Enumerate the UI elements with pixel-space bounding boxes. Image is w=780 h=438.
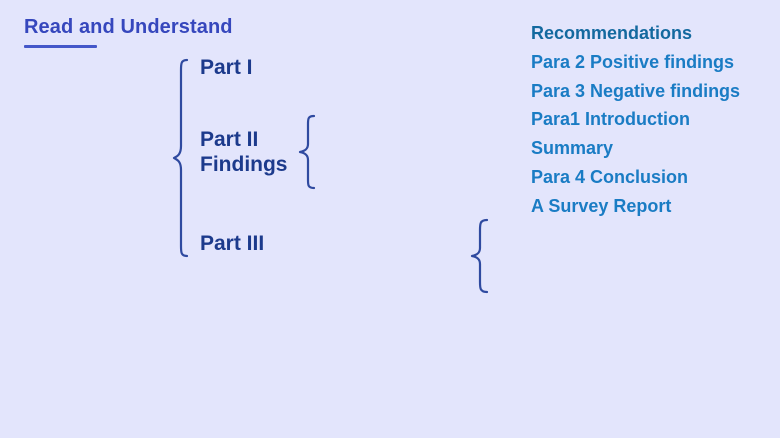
section-item-survey-report: A Survey Report [531,195,672,216]
title-block: Read and Understand [24,14,233,48]
part-label-3: Part III [200,232,265,255]
part-label-2: Part II Findings [200,127,288,177]
section-item-summary: Summary [531,138,614,159]
section-item-para-1: Para1 Introduction [531,109,691,130]
part-label-2-line-2: Findings [200,153,288,176]
middle-brace-icon [298,114,316,190]
sections-list: Recommendations Para 2 Positive findings… [531,19,740,221]
right-brace-icon [470,218,489,294]
page-title: Read and Understand [24,16,233,38]
section-item-recommendations: Recommendations [531,23,693,43]
title-underline-rule [24,45,97,48]
section-item-para-2: Para 2 Positive findings [531,51,735,72]
part-label-1: Part I [200,56,253,79]
main-brace-icon [172,58,189,258]
part-label-2-line-1: Part II [200,128,259,151]
section-item-para-3: Para 3 Negative findings [531,80,741,101]
section-item-para-4: Para 4 Conclusion [531,166,689,187]
